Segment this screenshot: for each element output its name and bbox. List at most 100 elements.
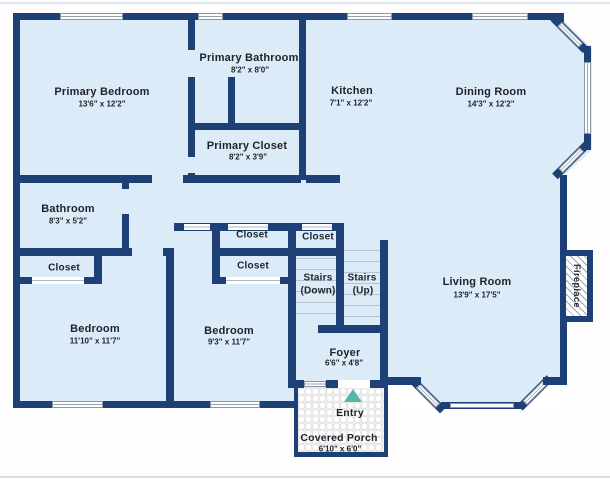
wall-segment	[188, 77, 195, 157]
wall-segment	[260, 401, 296, 408]
wall-segment	[13, 248, 132, 256]
wall-segment	[94, 256, 102, 284]
wall-segment	[299, 20, 306, 180]
stairs-down-label: Stairs	[303, 272, 333, 284]
wall-segment	[306, 175, 340, 183]
wall-segment	[560, 175, 567, 252]
wall-segment	[370, 380, 388, 388]
closet-label: Closet	[302, 231, 334, 243]
window	[52, 401, 103, 408]
wall-segment	[288, 284, 296, 388]
covered-porch-dims: 6'10" x 6'0"	[318, 444, 362, 454]
window	[304, 381, 326, 387]
stairs-down-label: (Down)	[300, 285, 336, 297]
wall-segment	[392, 13, 472, 20]
wall-segment	[13, 13, 20, 408]
door-opening	[228, 224, 268, 230]
wall-segment	[183, 175, 301, 183]
stair-step-line	[296, 302, 336, 303]
primary-bedroom-dims: 13'6" x 12'2"	[78, 99, 126, 109]
window	[60, 13, 123, 20]
dining-room-dims: 14'3" x 12'2"	[467, 99, 515, 109]
window	[584, 62, 591, 134]
wall-segment	[223, 13, 347, 20]
bedroom-left-label: Bedroom	[70, 323, 120, 335]
porch-wall	[384, 388, 388, 454]
wall-segment	[212, 231, 220, 284]
wall-segment	[20, 175, 152, 183]
primary-bedroom-label: Primary Bedroom	[54, 86, 150, 98]
window	[210, 401, 260, 408]
stair-step-line	[344, 272, 380, 273]
wall-segment	[228, 77, 235, 127]
wall-segment	[13, 13, 60, 20]
window	[198, 13, 223, 20]
dining-room-label: Dining Room	[455, 86, 527, 98]
wall-segment	[188, 123, 300, 130]
foyer-label: Foyer	[329, 347, 361, 359]
living-room-dims: 13'9" x 17'5"	[453, 290, 501, 300]
wall-segment	[84, 277, 102, 284]
stair-step-line	[344, 250, 380, 251]
wall-segment	[166, 248, 174, 408]
primary-closet-dims: 8'2" x 3'9"	[228, 152, 268, 162]
door-opening	[302, 224, 332, 230]
wall-segment	[560, 322, 567, 379]
closet-label: Closet	[48, 262, 80, 274]
wall-segment	[543, 377, 567, 385]
entry-arrow-icon	[344, 389, 362, 402]
wall-segment	[280, 277, 296, 284]
door-opening	[32, 277, 84, 284]
entry-label: Entry	[336, 407, 364, 419]
wall-segment	[318, 325, 388, 333]
bedroom-middle-dims: 9'3" x 11'7"	[207, 337, 251, 347]
stair-step-line	[344, 261, 380, 262]
entry-door-opening	[338, 380, 370, 388]
stair-step-line	[296, 269, 336, 270]
window	[472, 13, 528, 20]
window	[347, 13, 392, 20]
porch-wall	[294, 388, 298, 454]
bathroom-dims: 8'3" x 5'2"	[48, 216, 88, 226]
wall-segment	[188, 20, 195, 50]
main-floor	[13, 13, 560, 408]
stair-step-line	[344, 316, 380, 317]
window	[450, 403, 514, 408]
wall-segment	[13, 401, 52, 408]
kitchen-dims: 7'1" x 12'2"	[329, 98, 373, 108]
bedroom-middle-label: Bedroom	[204, 325, 254, 337]
wall-segment	[288, 380, 304, 388]
stair-step-line	[344, 294, 380, 295]
fireplace-label: Fireplace	[572, 263, 582, 309]
door-opening	[226, 277, 280, 284]
stair-step-line	[344, 283, 380, 284]
wall-segment	[326, 380, 338, 388]
covered-porch-label: Covered Porch	[300, 432, 378, 444]
stair-step-line	[296, 313, 336, 314]
bedroom-left-dims: 11'10" x 11'7"	[69, 336, 121, 346]
wall-segment	[380, 240, 388, 388]
covered-porch-floor	[298, 388, 384, 454]
porch-wall	[294, 452, 388, 457]
wall-segment	[552, 13, 564, 22]
kitchen-label: Kitchen	[331, 85, 373, 97]
wall-segment	[212, 277, 226, 284]
page-bottom-rule	[0, 476, 610, 478]
door-opening	[184, 224, 210, 230]
stairs-up-label: (Up)	[352, 285, 374, 297]
primary-closet-label: Primary Closet	[206, 140, 288, 152]
wall-segment	[122, 183, 129, 189]
closet-label: Closet	[237, 260, 269, 272]
stair-step-line	[344, 305, 380, 306]
fireplace-hatch	[566, 256, 587, 316]
stair-step-line	[296, 291, 336, 292]
foyer-dims: 6'6" x 4'8"	[324, 358, 364, 368]
wall-segment	[288, 231, 296, 284]
page-top-rule	[0, 2, 610, 4]
wall-segment	[388, 377, 421, 385]
wall-segment	[20, 277, 32, 284]
bathroom-label: Bathroom	[41, 203, 95, 215]
wall-segment	[336, 231, 344, 330]
wall-segment	[212, 223, 344, 231]
